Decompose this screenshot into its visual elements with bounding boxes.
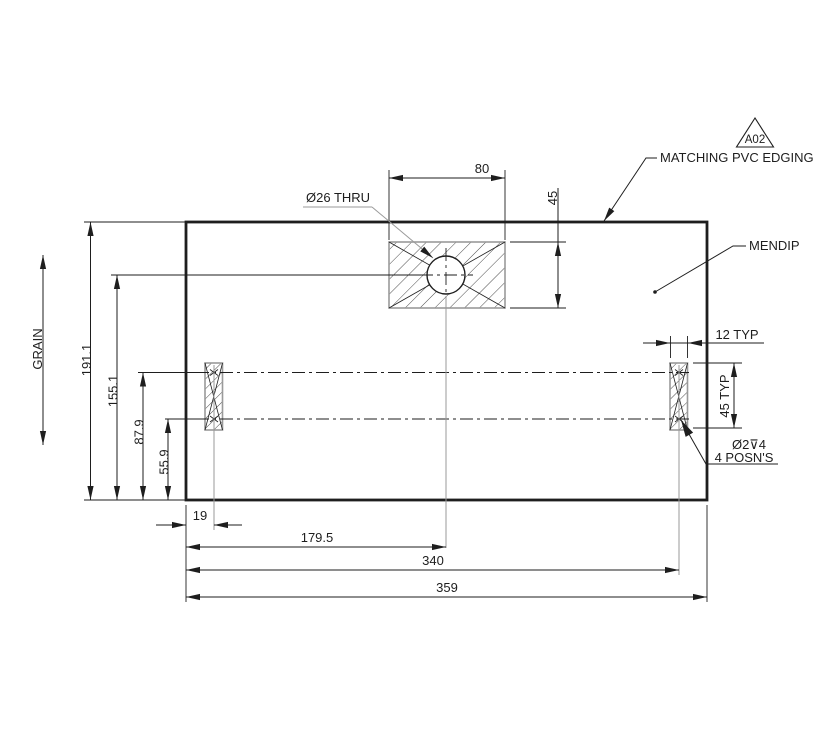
hole-callout: Ø26 THRU [303,190,434,259]
dim-text-12-typ: 12 TYP [715,327,758,342]
dim-text-155-1: 155.1 [106,375,121,408]
drill-leader [680,419,778,465]
dim-text-87-9: 87.9 [132,419,147,444]
dim-text-45: 45 [545,191,560,205]
dim-text-340: 340 [422,553,444,568]
dim-text-359: 359 [436,580,458,595]
edging-note: A02 MATCHING PVC EDGING [603,116,814,222]
dim-text-80: 80 [475,161,489,176]
dim-12-typ: 12 TYP [643,327,764,347]
dim-text-19: 19 [193,508,207,523]
dim-text-55-9: 55.9 [157,449,172,474]
drill-callout-text: Ø2⊽4 [732,437,766,452]
dim-text-179-5: 179.5 [301,530,334,545]
material-text: MENDIP [749,238,800,253]
dim-text-45-typ: 45 TYP [717,374,732,417]
material-leader [654,245,746,293]
edging-code-text: A02 [745,134,765,146]
grain-label: GRAIN [30,328,45,369]
extension-lines [84,170,742,602]
drill-positions-text: 4 POSN'S [715,450,774,465]
edging-note-text: MATCHING PVC EDGING [660,150,814,165]
edging-triangle-symbol [735,116,775,148]
dim-text-191-1: 191.1 [79,344,94,377]
edging-leader [603,157,657,222]
material-note: MENDIP [653,238,800,294]
hole-callout-text: Ø26 THRU [306,190,370,205]
dim-19: 19 [156,508,242,529]
drill-callout: Ø2⊽4 4 POSN'S [680,419,778,465]
